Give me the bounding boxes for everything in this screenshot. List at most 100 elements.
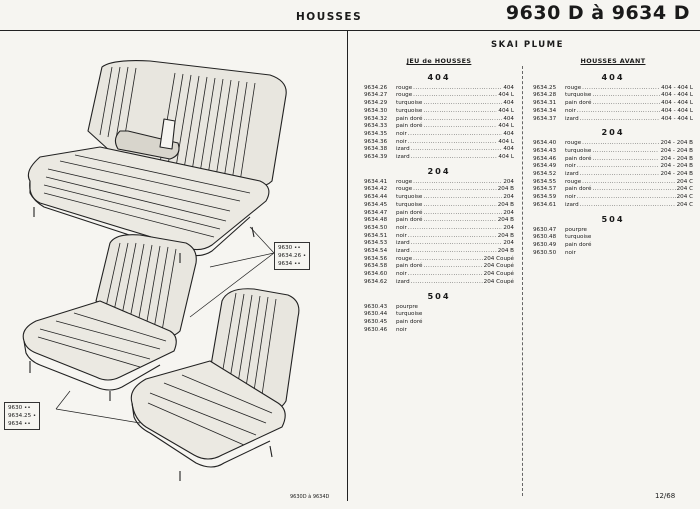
table-row: 9634.60noir204 Coupé bbox=[364, 271, 514, 279]
part-reference: 9634.57 bbox=[533, 186, 557, 193]
part-reference: 9634.52 bbox=[533, 171, 557, 178]
model-applicability: 204 bbox=[503, 178, 514, 185]
leader-dots bbox=[423, 194, 502, 202]
leader-dots bbox=[580, 202, 676, 210]
leader-dots bbox=[423, 108, 497, 116]
part-reference: 9634.58 bbox=[364, 263, 388, 270]
part-reference: 9634.50 bbox=[364, 224, 388, 231]
leader-dots bbox=[592, 148, 659, 156]
color-name: turquoise bbox=[565, 234, 592, 241]
section-heading: 404 bbox=[427, 71, 451, 82]
table-row: 9630.43 pourpre bbox=[364, 304, 514, 312]
table-row: 9634.35noir404 bbox=[364, 131, 514, 139]
model-applicability: 404 bbox=[503, 146, 514, 153]
column-divider bbox=[522, 66, 523, 496]
color-name: turquoise bbox=[396, 201, 423, 208]
color-name: turquoise bbox=[396, 194, 423, 201]
model-applicability: 204 C bbox=[676, 201, 693, 208]
section-heading: 504 bbox=[427, 290, 451, 301]
color-name: pain doré bbox=[565, 155, 592, 162]
color-name: izard bbox=[396, 248, 410, 255]
model-applicability: 204 B bbox=[497, 232, 514, 239]
leader-dots bbox=[582, 85, 660, 93]
model-applicability: 204 - 204 B bbox=[660, 155, 693, 162]
part-reference: 9634.47 bbox=[364, 209, 388, 216]
leader-dots bbox=[423, 217, 496, 225]
model-applicability: 204 B bbox=[497, 248, 514, 255]
color-name: rouge bbox=[396, 92, 413, 99]
model-applicability: 204 B bbox=[497, 201, 514, 208]
color-name: noir bbox=[565, 194, 576, 201]
table-row: 9634.25rouge404 - 404 L bbox=[533, 85, 693, 93]
callout-ref: 9630 •• bbox=[8, 405, 31, 411]
table-row: 9634.38 izard 404 bbox=[364, 146, 514, 154]
model-applicability: 204 Coupé bbox=[483, 255, 514, 262]
part-reference: 9630.46 bbox=[364, 326, 388, 333]
column-heading: HOUSSES AVANT bbox=[580, 57, 646, 65]
leader-dots bbox=[411, 240, 503, 248]
model-applicability: 404 - 404 L bbox=[661, 92, 693, 99]
part-reference: 9634.55 bbox=[533, 178, 557, 185]
part-reference: 9634.53 bbox=[364, 240, 388, 247]
part-reference: 9634.42 bbox=[364, 186, 388, 193]
color-name: pourpre bbox=[396, 303, 418, 310]
table-row: 9634.62izard204 Coupé bbox=[364, 279, 514, 287]
table-row: 9634.52izard204 - 204 B bbox=[533, 171, 693, 179]
material-subtitle: SKAI PLUME bbox=[491, 40, 564, 50]
section-heading: 204 bbox=[427, 165, 451, 176]
table-row: 9634.44 turquoise 204 bbox=[364, 194, 514, 202]
part-reference: 9630.50 bbox=[533, 249, 557, 256]
part-reference: 9634.35 bbox=[364, 130, 388, 137]
color-name: pain doré bbox=[396, 263, 423, 270]
part-reference: 9634.48 bbox=[364, 217, 388, 224]
model-applicability: 204 - 204 B bbox=[660, 140, 693, 147]
model-applicability: 404 L bbox=[498, 123, 514, 130]
color-name: pain doré bbox=[565, 100, 592, 107]
color-name: izard bbox=[396, 146, 410, 153]
part-reference: 9634.44 bbox=[364, 194, 388, 201]
table-row: 9634.55rouge204 C bbox=[533, 179, 693, 187]
table-row: 9634.42rouge204 B bbox=[364, 186, 514, 194]
color-name: rouge bbox=[396, 178, 413, 185]
model-applicability: 404 L bbox=[498, 154, 514, 161]
part-reference: 9634.37 bbox=[533, 115, 557, 122]
color-name: izard bbox=[396, 240, 410, 247]
color-name: noir bbox=[565, 107, 576, 114]
callout-ref: 9634 •• bbox=[278, 261, 301, 267]
leader-dots bbox=[408, 233, 497, 241]
bench-armrest bbox=[114, 130, 180, 160]
leader-dots bbox=[423, 123, 497, 131]
leader-dots bbox=[408, 271, 483, 279]
color-name: turquoise bbox=[565, 147, 592, 154]
footer-code: 9630D à 9634D bbox=[290, 494, 330, 500]
part-reference: 9630.43 bbox=[364, 303, 388, 310]
model-applicability: 204 Coupé bbox=[483, 263, 514, 270]
model-applicability: 204 bbox=[503, 194, 514, 201]
front-seat-callout-box: 9630 •• 9634.25 • 9634 •• bbox=[4, 402, 41, 430]
housses-avant-column: HOUSSES AVANT 404 9634.25rouge404 - 404 … bbox=[533, 57, 693, 257]
part-reference: 9634.38 bbox=[364, 146, 388, 153]
leader-dots bbox=[413, 256, 483, 264]
model-applicability: 404 - 404 L bbox=[661, 84, 693, 91]
part-reference: 9634.39 bbox=[364, 154, 388, 161]
model-applicability: 204 C bbox=[676, 178, 693, 185]
leader-dots bbox=[408, 225, 502, 233]
model-applicability: 204 - 204 B bbox=[660, 171, 693, 178]
page-title: HOUSSES bbox=[296, 11, 363, 23]
leader-dots bbox=[413, 92, 497, 100]
color-name: rouge bbox=[396, 84, 413, 91]
table-row: 9634.43turquoise204 - 204 B bbox=[533, 148, 693, 156]
leader-dots bbox=[423, 202, 496, 210]
part-reference: 9634.49 bbox=[533, 163, 557, 170]
color-name: pain doré bbox=[565, 241, 592, 248]
model-applicability: 404 L bbox=[498, 107, 514, 114]
callout-ref: 9634.26 • bbox=[278, 253, 307, 259]
part-reference: 9634.33 bbox=[364, 123, 388, 130]
part-reference: 9634.54 bbox=[364, 248, 388, 255]
leader-dots bbox=[592, 100, 660, 108]
